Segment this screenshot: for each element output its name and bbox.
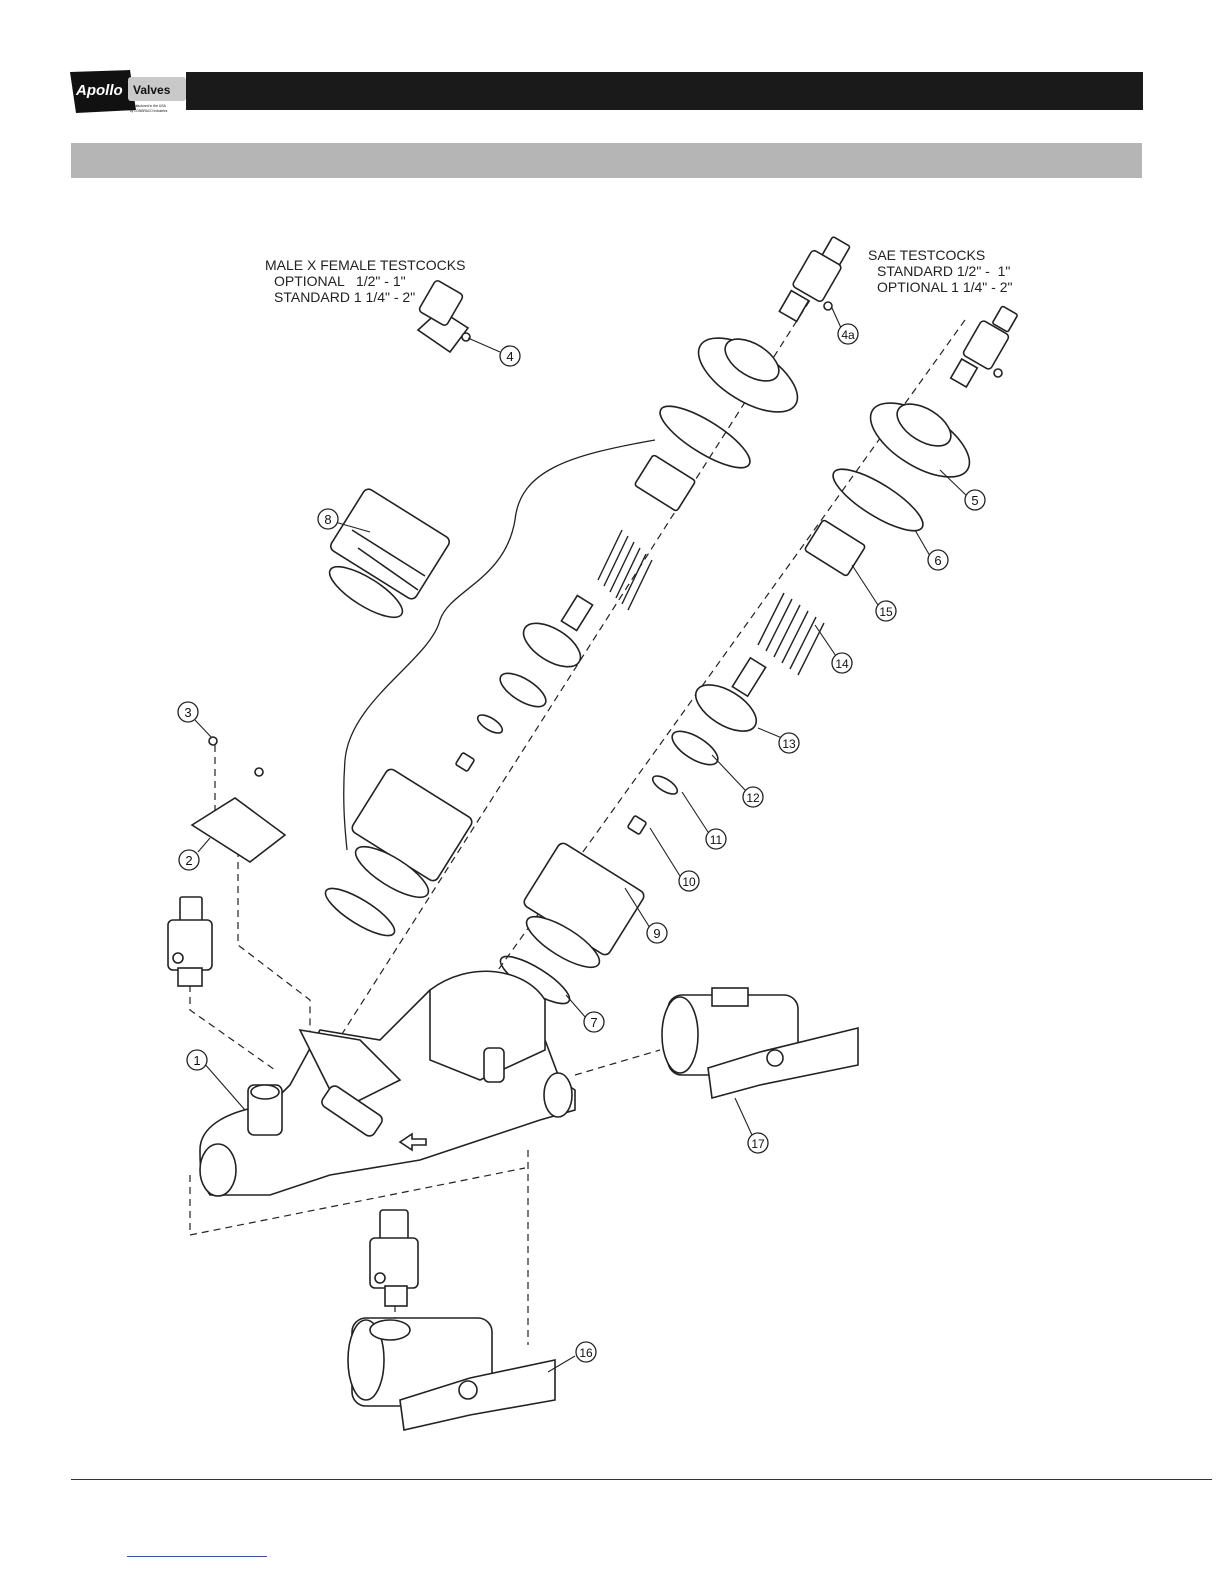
svg-text:4a: 4a <box>841 328 855 342</box>
callout-10: 10 <box>679 871 699 891</box>
callout-4a: 4a <box>838 324 858 344</box>
callout-7: 7 <box>584 1012 604 1032</box>
svg-text:16: 16 <box>579 1346 593 1360</box>
svg-text:15: 15 <box>879 605 893 619</box>
spring-upper <box>598 530 652 610</box>
logo-suffix: Valves <box>133 83 171 97</box>
main-valve-body <box>200 971 575 1196</box>
callout-11: 11 <box>706 829 726 849</box>
logo-text: Apollo <box>75 82 123 99</box>
footer-rule <box>71 1479 1212 1480</box>
footer-link-underline[interactable] <box>127 1556 267 1557</box>
svg-text:10: 10 <box>682 875 696 889</box>
screw-right-plate <box>255 768 263 776</box>
washer-right <box>650 772 680 797</box>
callout-4: 4 <box>500 346 520 366</box>
sae-testcock-left <box>168 897 212 986</box>
callout-6: 6 <box>928 550 948 570</box>
callout-17: 17 <box>748 1133 768 1153</box>
logo-small-1: manufactured in the USA <box>128 104 167 108</box>
spring-guide-upper <box>634 454 695 511</box>
ball-valve-inlet <box>348 1210 555 1430</box>
callout-12: 12 <box>743 787 763 807</box>
callout-14: 14 <box>832 653 852 673</box>
callout-8: 8 <box>318 509 338 529</box>
apollo-valves-logo: Apollo Valves manufactured in the USA by… <box>66 66 190 116</box>
callout-1: 1 <box>187 1050 207 1070</box>
check-module-right <box>520 841 646 976</box>
poppet-upper <box>516 596 592 676</box>
screw-right <box>627 815 646 834</box>
screw-left <box>209 737 217 745</box>
svg-text:9: 9 <box>653 926 660 941</box>
sae-testcock-upper <box>779 236 850 321</box>
callout-9: 9 <box>647 923 667 943</box>
leader-lines <box>195 308 968 1372</box>
svg-text:11: 11 <box>710 833 723 847</box>
callout-5: 5 <box>965 490 985 510</box>
svg-text:17: 17 <box>751 1137 765 1151</box>
spring-right <box>758 593 824 675</box>
callout-13: 13 <box>779 733 799 753</box>
cover-upper <box>687 323 810 426</box>
svg-text:1: 1 <box>193 1053 200 1068</box>
callout-16: 16 <box>576 1342 596 1362</box>
svg-text:8: 8 <box>324 512 331 527</box>
check-module-detached <box>323 487 452 626</box>
disc-right <box>667 725 723 771</box>
callout-3: 3 <box>178 702 198 722</box>
header-bar <box>186 72 1143 110</box>
sae-testcock-right <box>951 306 1018 387</box>
svg-text:14: 14 <box>835 657 849 671</box>
section-bar <box>71 143 1142 178</box>
cover-plate <box>192 798 285 862</box>
ball-valve-outlet <box>662 988 858 1098</box>
spring-guide-right <box>804 519 865 576</box>
svg-text:7: 7 <box>590 1015 597 1030</box>
check-module-upper <box>349 767 474 906</box>
svg-text:6: 6 <box>934 553 941 568</box>
testcock-male-female <box>418 279 470 352</box>
washer-upper <box>475 711 505 736</box>
svg-text:4: 4 <box>506 349 513 364</box>
o-ring-right <box>825 459 930 541</box>
svg-text:2: 2 <box>185 853 192 868</box>
callout-2: 2 <box>179 850 199 870</box>
cover-right <box>859 388 982 491</box>
logo-small-2: by CONBRACO Industries <box>130 109 168 113</box>
disc-upper <box>495 667 551 713</box>
svg-text:3: 3 <box>184 705 191 720</box>
exploded-parts-diagram: 1 2 3 4 4a 5 6 7 8 9 10 11 12 13 14 15 1… <box>0 190 1224 1470</box>
svg-text:5: 5 <box>971 493 978 508</box>
poppet-right <box>688 658 765 741</box>
screw-upper <box>455 752 474 771</box>
svg-text:12: 12 <box>746 791 760 805</box>
svg-text:13: 13 <box>782 737 796 751</box>
callout-15: 15 <box>876 601 896 621</box>
o-ring-lower-left <box>320 881 401 944</box>
